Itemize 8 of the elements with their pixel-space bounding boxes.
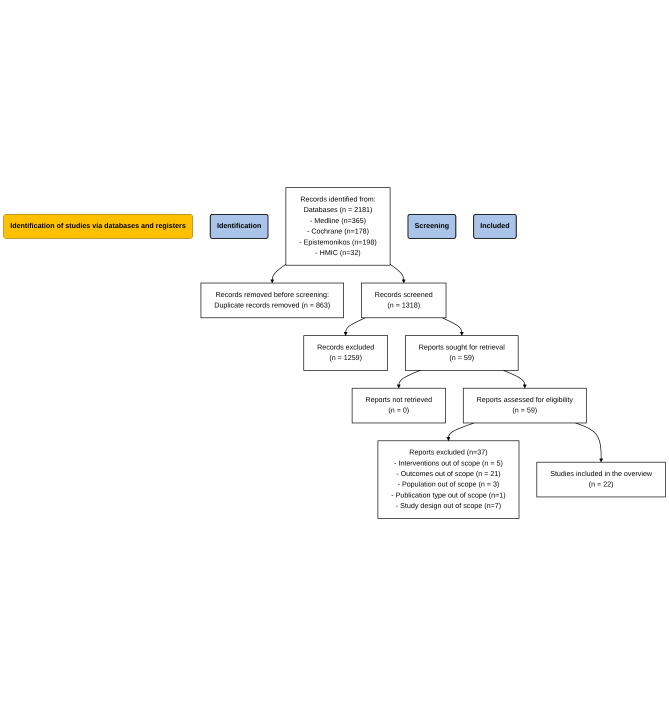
arrow [503, 370, 527, 388]
arrow [270, 264, 286, 284]
arrow [390, 264, 406, 284]
arrow [344, 317, 366, 336]
arrow [446, 422, 475, 441]
arrow [574, 422, 604, 462]
arrow [396, 370, 420, 388]
arrow [442, 317, 464, 336]
